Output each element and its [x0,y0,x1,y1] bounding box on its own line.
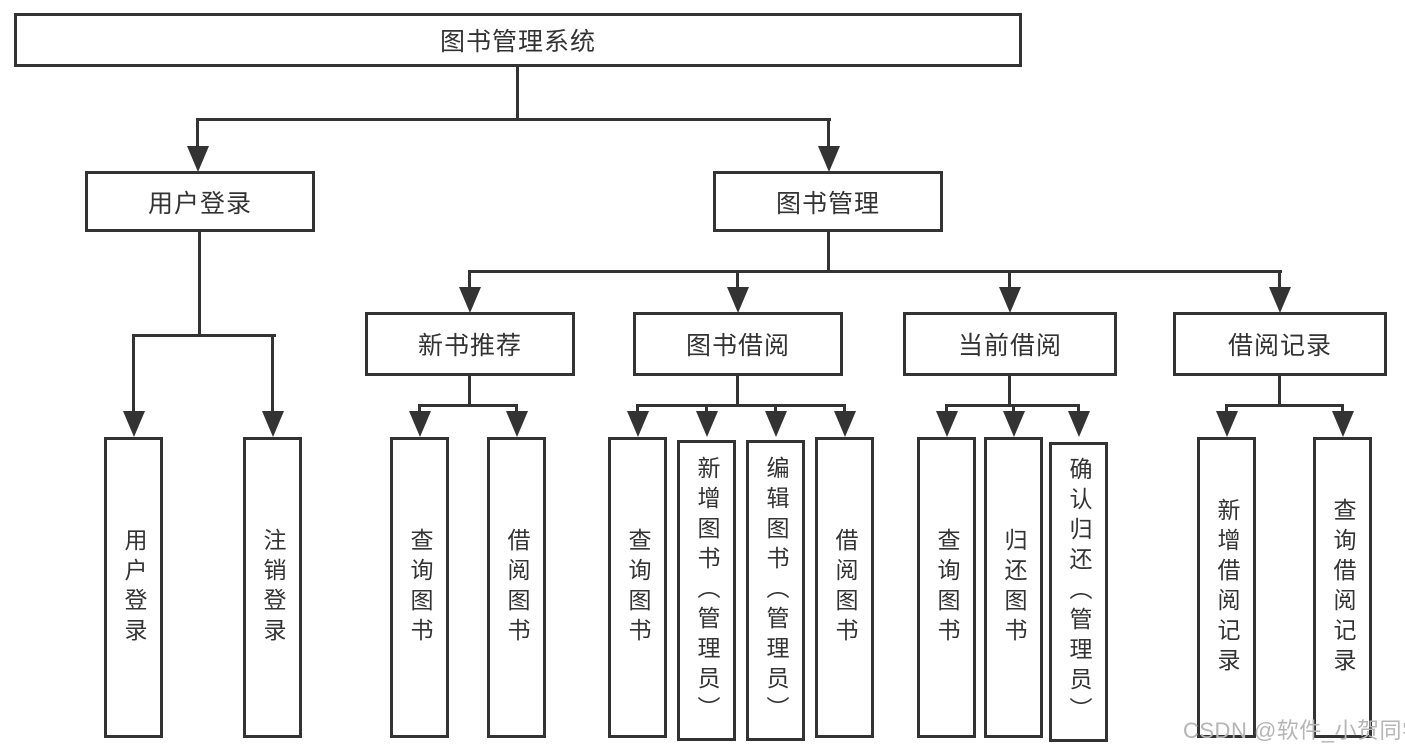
leaf-logout: 注销登录 [243,437,302,738]
connector-line [468,270,471,290]
connector-line [1278,376,1281,407]
leaf-edit-books-admin: 编辑图书（管理员） [746,440,805,741]
leaf-query-books-recommend-label: 查询图书 [407,527,433,648]
leaf-query-borrow-record: 查询借阅记录 [1313,437,1372,738]
node-current-borrowing-label: 当前借阅 [957,332,1062,360]
connector-line [1008,270,1011,290]
leaf-edit-books-admin-label: 编辑图书（管理员） [763,455,789,726]
node-book-borrowing-label: 图书借阅 [685,332,790,360]
node-book-borrowing: 图书借阅 [633,312,843,376]
connector-line [198,232,201,337]
leaf-user-login-label: 用户登录 [121,527,147,648]
arrowhead-down-icon [262,411,284,437]
node-borrowing-records: 借阅记录 [1173,312,1387,376]
arrowhead-down-icon [1332,411,1354,437]
watermark: CSDN @软件_小贺同学 [1183,718,1405,743]
leaf-query-books-current-label: 查询图书 [934,527,960,648]
connector-line [132,334,135,414]
leaf-borrow-books-recommend-label: 借阅图书 [504,527,530,648]
arrowhead-down-icon [1216,411,1238,437]
connector-line [132,334,276,337]
arrowhead-down-icon [627,411,649,437]
node-book-management-label: 图书管理 [775,189,880,218]
connector-line [827,118,830,150]
arrowhead-down-icon [936,411,958,437]
connector-line [271,334,274,414]
leaf-add-borrow-record-label: 新增借阅记录 [1214,497,1240,678]
connector-line [418,404,421,416]
connector-line [196,118,199,150]
arrowhead-down-icon [696,411,718,437]
node-user-login-label: 用户登录 [147,189,252,218]
leaf-confirm-return-admin-label: 确认归还（管理员） [1066,457,1092,727]
arrowhead-down-icon [1003,411,1025,437]
arrowhead-down-icon [818,146,840,172]
node-current-borrowing: 当前借阅 [903,312,1117,376]
connector-line [515,404,518,416]
node-new-book-recommend-label: 新书推荐 [417,332,522,360]
leaf-query-books-recommend: 查询图书 [390,437,449,738]
leaf-query-books-current: 查询图书 [917,437,976,738]
connector-line [1012,404,1015,416]
leaf-add-books-admin-label: 新增图书（管理员） [694,455,720,726]
leaf-borrow-books-recommend: 借阅图书 [487,437,546,738]
arrowhead-down-icon [506,411,528,437]
leaf-return-books-label: 归还图书 [1001,527,1027,648]
node-borrowing-records-label: 借阅记录 [1227,332,1332,360]
node-root-label: 图书管理系统 [439,28,596,56]
node-book-management: 图书管理 [713,171,943,232]
connector-line [827,232,830,273]
leaf-query-books-borrowing-label: 查询图书 [625,527,651,648]
connector-line [945,404,948,416]
connector-line [636,404,846,407]
node-user-login: 用户登录 [85,171,315,232]
arrowhead-down-icon [834,411,856,437]
arrowhead-down-icon [727,287,749,313]
arrowhead-down-icon [409,411,431,437]
connector-line [774,404,777,416]
arrowhead-down-icon [123,411,145,437]
connector-line [705,404,708,416]
leaf-borrow-books: 借阅图书 [815,437,874,738]
leaf-query-books-borrowing: 查询图书 [608,437,667,738]
arrowhead-down-icon [187,146,209,172]
leaf-logout-label: 注销登录 [260,527,286,648]
connector-line [516,67,519,121]
arrowhead-down-icon [999,287,1021,313]
connector-line [1278,270,1281,290]
connector-line [468,376,471,407]
connector-line [1341,404,1344,416]
leaf-confirm-return-admin: 确认归还（管理员） [1049,442,1108,742]
connector-line [843,404,846,416]
leaf-add-borrow-record: 新增借阅记录 [1197,437,1256,738]
leaf-query-borrow-record-label: 查询借阅记录 [1330,497,1356,678]
connector-line [418,404,518,407]
leaf-borrow-books-label: 借阅图书 [832,527,858,648]
connector-line [1225,404,1344,407]
arrowhead-down-icon [1269,287,1291,313]
leaf-user-login: 用户登录 [104,437,163,738]
node-root: 图书管理系统 [14,13,1022,67]
leaf-return-books: 归还图书 [984,437,1043,738]
node-new-book-recommend: 新书推荐 [365,312,575,376]
connector-line [1077,404,1080,416]
connector-line [468,270,1282,273]
connector-line [1008,376,1011,407]
leaf-add-books-admin: 新增图书（管理员） [677,440,736,741]
arrowhead-down-icon [459,287,481,313]
connector-line [736,270,739,290]
arrowhead-down-icon [765,411,787,437]
connector-line [196,118,831,121]
connector-line [1225,404,1228,416]
arrowhead-down-icon [1068,411,1090,437]
connector-line [736,376,739,407]
connector-line [636,404,639,416]
